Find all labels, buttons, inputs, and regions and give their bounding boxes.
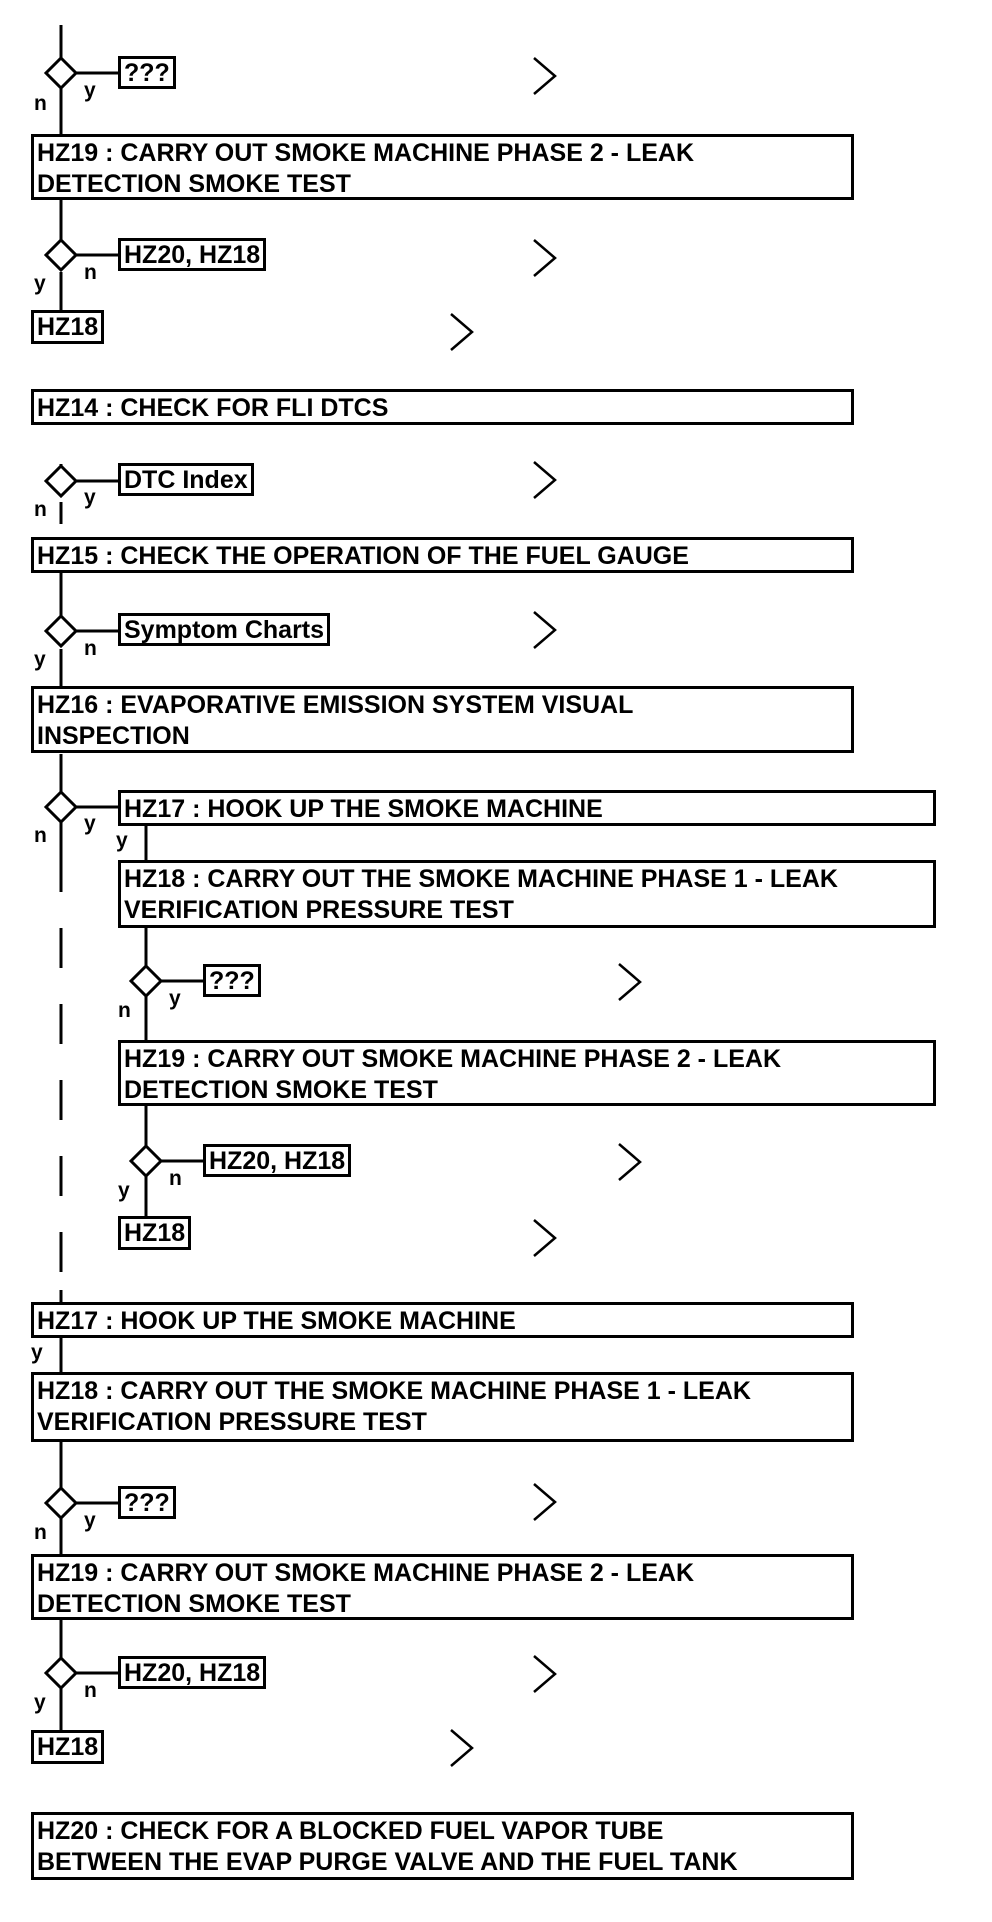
target-box-unknown[interactable]: ???	[118, 56, 176, 89]
target-box-hz20-hz18[interactable]: HZ20, HZ18	[203, 1144, 352, 1177]
chevron-right-icon	[450, 313, 474, 351]
target-box-hz20-hz18[interactable]: HZ20, HZ18	[118, 238, 267, 271]
no-label: n	[84, 261, 97, 284]
step-title-line2: INSPECTION	[37, 722, 190, 750]
yes-label: y	[34, 1691, 46, 1714]
decision-diamond	[43, 237, 79, 273]
no-label: n	[34, 498, 47, 521]
target-box-hz18[interactable]: HZ18	[31, 1730, 105, 1764]
target-box-hz18[interactable]: HZ18	[31, 310, 105, 344]
target-box-unknown[interactable]: ???	[203, 964, 261, 997]
step-title-line2: VERIFICATION PRESSURE TEST	[37, 1408, 427, 1436]
step-title-line1: HZ19 : CARRY OUT SMOKE MACHINE PHASE 2 -…	[37, 1559, 695, 1587]
yes-label: y	[169, 987, 181, 1010]
yes-label: y	[84, 1509, 96, 1532]
yes-label: y	[84, 79, 96, 102]
chevron-right-icon	[533, 57, 557, 95]
chevron-right-icon	[533, 1483, 557, 1521]
no-label: n	[118, 999, 131, 1022]
no-label: n	[84, 1679, 97, 1702]
chevron-right-icon	[450, 1729, 474, 1767]
step-title-line2: BETWEEN THE EVAP PURGE VALVE AND THE FUE…	[37, 1848, 738, 1876]
no-label: n	[34, 824, 47, 847]
target-box-symptom-charts[interactable]: Symptom Charts	[118, 613, 331, 646]
step-title-line1: HZ19 : CARRY OUT SMOKE MACHINE PHASE 2 -…	[37, 139, 695, 167]
chevron-right-icon	[618, 1143, 642, 1181]
chevron-right-icon	[533, 239, 557, 277]
step-hz16[interactable]: HZ16 : EVAPORATIVE EMISSION SYSTEM VISUA…	[31, 686, 854, 753]
step-hz19[interactable]: HZ19 : CARRY OUT SMOKE MACHINE PHASE 2 -…	[31, 134, 854, 200]
decision-diamond	[128, 963, 164, 999]
no-label: n	[34, 1521, 47, 1544]
yes-label: y	[84, 486, 96, 509]
step-title-line2: VERIFICATION PRESSURE TEST	[124, 896, 514, 924]
yes-label: y	[84, 812, 96, 835]
step-title-line1: HZ18 : CARRY OUT THE SMOKE MACHINE PHASE…	[124, 865, 838, 893]
step-hz19[interactable]: HZ19 : CARRY OUT SMOKE MACHINE PHASE 2 -…	[31, 1554, 854, 1620]
step-title-line1: HZ18 : CARRY OUT THE SMOKE MACHINE PHASE…	[37, 1377, 751, 1405]
decision-diamond	[43, 1655, 79, 1691]
step-title: HZ17 : HOOK UP THE SMOKE MACHINE	[37, 1307, 516, 1335]
step-title-line1: HZ16 : EVAPORATIVE EMISSION SYSTEM VISUA…	[37, 691, 634, 719]
step-hz17-branch[interactable]: HZ17 : HOOK UP THE SMOKE MACHINE	[118, 790, 936, 826]
yes-label: y	[118, 1179, 130, 1202]
step-hz20[interactable]: HZ20 : CHECK FOR A BLOCKED FUEL VAPOR TU…	[31, 1812, 854, 1880]
yes-label: y	[116, 829, 128, 852]
no-label: n	[169, 1167, 182, 1190]
step-title-line1: HZ19 : CARRY OUT SMOKE MACHINE PHASE 2 -…	[124, 1045, 782, 1073]
yes-label: y	[34, 272, 46, 295]
decision-diamond	[43, 1485, 79, 1521]
step-title-line2: DETECTION SMOKE TEST	[37, 1590, 351, 1618]
target-box-hz18[interactable]: HZ18	[118, 1216, 192, 1250]
target-box-unknown[interactable]: ???	[118, 1486, 176, 1519]
step-hz17[interactable]: HZ17 : HOOK UP THE SMOKE MACHINE	[31, 1302, 854, 1338]
decision-diamond	[43, 789, 79, 825]
no-label: n	[84, 637, 97, 660]
decision-diamond	[43, 463, 79, 499]
step-title-line2: DETECTION SMOKE TEST	[37, 170, 351, 198]
target-box-hz20-hz18[interactable]: HZ20, HZ18	[118, 1656, 267, 1689]
step-hz18[interactable]: HZ18 : CARRY OUT THE SMOKE MACHINE PHASE…	[31, 1372, 854, 1442]
step-title: HZ14 : CHECK FOR FLI DTCS	[37, 394, 389, 422]
step-hz18-branch[interactable]: HZ18 : CARRY OUT THE SMOKE MACHINE PHASE…	[118, 860, 936, 928]
step-hz19-branch[interactable]: HZ19 : CARRY OUT SMOKE MACHINE PHASE 2 -…	[118, 1040, 936, 1106]
no-label: n	[34, 92, 47, 115]
decision-diamond	[128, 1143, 164, 1179]
chevron-right-icon	[533, 1655, 557, 1693]
step-title: HZ15 : CHECK THE OPERATION OF THE FUEL G…	[37, 542, 689, 570]
chevron-right-icon	[533, 461, 557, 499]
step-hz15[interactable]: HZ15 : CHECK THE OPERATION OF THE FUEL G…	[31, 537, 854, 573]
chevron-right-icon	[533, 611, 557, 649]
step-hz14[interactable]: HZ14 : CHECK FOR FLI DTCS	[31, 389, 854, 425]
decision-diamond	[43, 613, 79, 649]
chevron-right-icon	[618, 963, 642, 1001]
decision-diamond	[43, 55, 79, 91]
chevron-right-icon	[533, 1219, 557, 1257]
target-box-dtc-index[interactable]: DTC Index	[118, 463, 254, 496]
step-title-line1: HZ20 : CHECK FOR A BLOCKED FUEL VAPOR TU…	[37, 1817, 664, 1845]
yes-label: y	[34, 648, 46, 671]
step-title: HZ17 : HOOK UP THE SMOKE MACHINE	[124, 795, 603, 823]
yes-label: y	[31, 1341, 43, 1364]
step-title-line2: DETECTION SMOKE TEST	[124, 1076, 438, 1104]
